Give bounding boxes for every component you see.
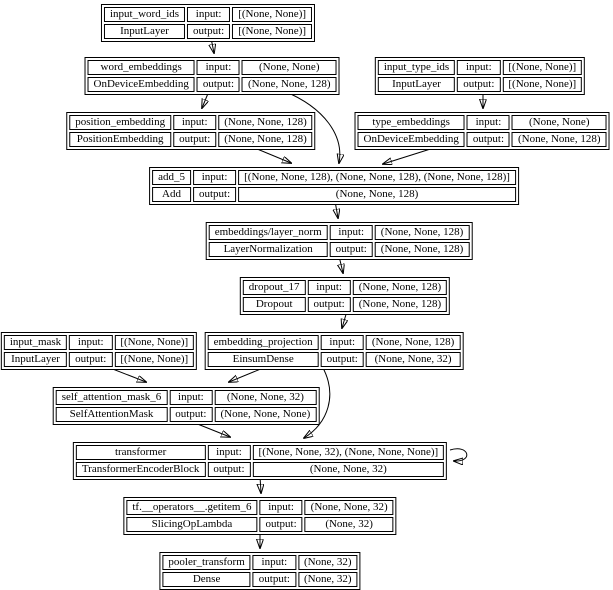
layer-class: OnDeviceEmbedding bbox=[357, 132, 465, 147]
layer-name: dropout_17 bbox=[242, 280, 306, 295]
output-label: output: bbox=[466, 132, 510, 147]
output-label: output: bbox=[252, 572, 296, 587]
input-shape: (None, None) bbox=[242, 60, 337, 75]
layer-class: InputLayer bbox=[377, 77, 456, 92]
output-label: output: bbox=[192, 187, 237, 202]
layer-name: input_word_ids bbox=[103, 7, 186, 22]
layer-name: embedding_projection bbox=[207, 335, 319, 350]
input-shape: (None, None, 128) bbox=[352, 280, 448, 295]
layer-class: SelfAttentionMask bbox=[55, 407, 168, 422]
layer-class: EinsumDense bbox=[207, 352, 319, 367]
layer-name: position_embedding bbox=[69, 115, 172, 130]
input-shape: (None, None, 128) bbox=[374, 225, 470, 240]
output-label: output: bbox=[259, 517, 303, 532]
output-label: output: bbox=[320, 352, 364, 367]
output-shape: (None, 32) bbox=[297, 572, 358, 587]
input-shape: [(None, None)] bbox=[502, 60, 583, 75]
output-shape: [(None, None)] bbox=[502, 77, 583, 92]
input-label: input: bbox=[187, 7, 231, 22]
output-label: output: bbox=[207, 462, 251, 477]
input-label: input: bbox=[173, 115, 217, 130]
input-label: input: bbox=[196, 60, 240, 75]
layer-class: PositionEmbedding bbox=[69, 132, 172, 147]
layer-class: LayerNormalization bbox=[208, 242, 328, 257]
input-shape: (None, None, 128) bbox=[218, 115, 313, 130]
layer-name: word_embeddings bbox=[87, 60, 195, 75]
layer-class: Dense bbox=[162, 572, 251, 587]
output-shape: (None, None, 128) bbox=[242, 77, 337, 92]
input-label: input: bbox=[329, 225, 373, 240]
input-label: input: bbox=[259, 500, 303, 515]
output-shape: [(None, None)] bbox=[114, 352, 195, 367]
input-shape: (None, None, 32) bbox=[304, 500, 394, 515]
output-label: output: bbox=[187, 24, 231, 39]
input-label: input: bbox=[466, 115, 510, 130]
input-shape: [(None, None)] bbox=[114, 335, 195, 350]
layer-class: InputLayer bbox=[103, 24, 186, 39]
input-shape: (None, 32) bbox=[297, 555, 358, 570]
layer-name: pooler_transform bbox=[162, 555, 251, 570]
input-label: input: bbox=[69, 335, 113, 350]
layer-class: Dropout bbox=[242, 297, 306, 312]
input-shape: (None, None, 32) bbox=[214, 390, 317, 405]
output-shape: (None, 32) bbox=[304, 517, 394, 532]
output-label: output: bbox=[173, 132, 217, 147]
layer-name: type_embeddings bbox=[357, 115, 465, 130]
output-label: output: bbox=[69, 352, 113, 367]
output-shape: (None, None, None) bbox=[214, 407, 317, 422]
layer-name: transformer bbox=[75, 445, 206, 460]
layer-name: add_5 bbox=[152, 170, 191, 185]
output-label: output: bbox=[457, 77, 501, 92]
layer-class: Add bbox=[152, 187, 191, 202]
layer-name: input_type_ids bbox=[377, 60, 456, 75]
output-shape: [(None, None)] bbox=[232, 24, 313, 39]
input-shape: [(None, None, 128), (None, None, 128), (… bbox=[238, 170, 516, 185]
output-shape: (None, None, 128) bbox=[512, 132, 607, 147]
output-label: output: bbox=[329, 242, 373, 257]
output-shape: (None, None, 128) bbox=[352, 297, 448, 312]
layer-class: OnDeviceEmbedding bbox=[87, 77, 195, 92]
input-label: input: bbox=[252, 555, 296, 570]
output-shape: (None, None, 32) bbox=[252, 462, 445, 477]
output-label: output: bbox=[196, 77, 240, 92]
input-shape: [(None, None)] bbox=[232, 7, 313, 22]
layer-name: embeddings/layer_norm bbox=[208, 225, 328, 240]
output-label: output: bbox=[307, 297, 351, 312]
output-shape: (None, None, 128) bbox=[218, 132, 313, 147]
input-label: input: bbox=[307, 280, 351, 295]
layer-name: tf.__operators__.getitem_6 bbox=[126, 500, 258, 515]
input-shape: [(None, None, 32), (None, None, None)] bbox=[252, 445, 445, 460]
input-label: input: bbox=[320, 335, 364, 350]
layer-name: input_mask bbox=[3, 335, 68, 350]
input-shape: (None, None) bbox=[512, 115, 607, 130]
output-shape: (None, None, 32) bbox=[365, 352, 461, 367]
layer-class: TransformerEncoderBlock bbox=[75, 462, 206, 477]
input-shape: (None, None, 128) bbox=[365, 335, 461, 350]
layer-class: InputLayer bbox=[3, 352, 68, 367]
output-shape: (None, None, 128) bbox=[374, 242, 470, 257]
layer-class: SlicingOpLambda bbox=[126, 517, 258, 532]
input-label: input: bbox=[457, 60, 501, 75]
output-label: output: bbox=[169, 407, 213, 422]
layer-name: self_attention_mask_6 bbox=[55, 390, 168, 405]
output-shape: (None, None, 128) bbox=[238, 187, 516, 202]
input-label: input: bbox=[207, 445, 251, 460]
input-label: input: bbox=[169, 390, 213, 405]
edge-transformer-self-loop bbox=[449, 448, 468, 461]
input-label: input: bbox=[192, 170, 237, 185]
